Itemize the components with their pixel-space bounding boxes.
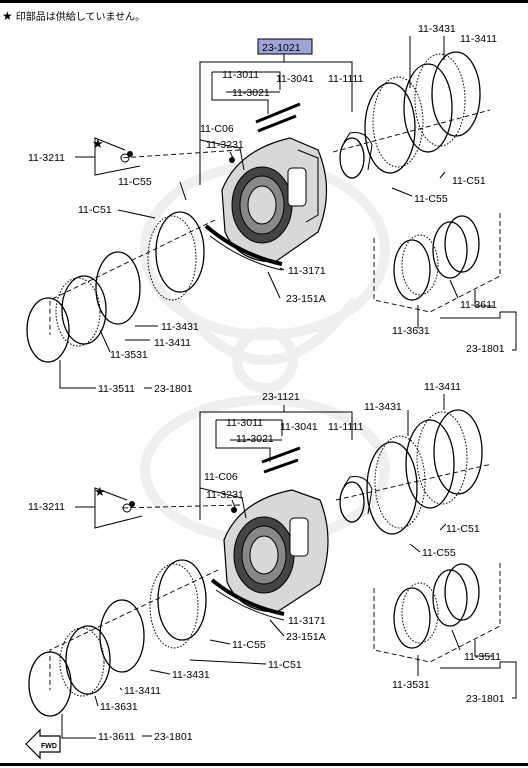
rings-inset-top[interactable] (393, 215, 480, 301)
label-bot-1801-right[interactable]: 23-1801 (466, 693, 505, 705)
seal-arc-3171[interactable] (204, 224, 283, 266)
rotor-housing-bottom[interactable] (223, 489, 329, 613)
label-bot-3411b[interactable]: 11-3411 (124, 685, 161, 697)
label-bot-3041[interactable]: 11-3041 (280, 421, 318, 433)
star-icon-bottom: ★ (94, 484, 106, 499)
label-top-3531[interactable]: 11-3531 (110, 349, 148, 361)
label-top-C51-left[interactable]: 11-C51 (78, 204, 112, 216)
label-bot-C51b[interactable]: 11-C51 (268, 659, 302, 671)
highlight-box-23-1021[interactable] (257, 38, 313, 55)
label-bot-C51[interactable]: 11-C51 (446, 523, 480, 535)
seal-arc-3171-b[interactable] (210, 578, 285, 616)
label-top-3631[interactable]: 11-3631 (392, 325, 430, 337)
rings-left-bottom[interactable] (28, 559, 207, 717)
label-bot-151A[interactable]: 23-151A (286, 631, 326, 643)
label-bot-3171[interactable]: 11-3171 (288, 615, 326, 627)
label-bot-C55[interactable]: 11-C55 (422, 547, 456, 559)
seal-strip-3021[interactable] (257, 114, 297, 133)
label-bot-1111[interactable]: 11-1111 (328, 421, 364, 433)
seal-strip-3021-b[interactable] (263, 458, 299, 474)
label-top-1801-right[interactable]: 23-1801 (466, 343, 505, 355)
label-top-C51-right[interactable]: 11-C51 (452, 175, 486, 187)
legend-note-text: 印部品は供給していません。 (15, 12, 146, 23)
label-top-3041[interactable]: 11-3041 (276, 73, 314, 85)
label-top-3011[interactable]: 11-3011 (222, 69, 259, 81)
top-border (0, 0, 528, 3)
star-icon-top: ★ (92, 136, 104, 151)
label-top-C06[interactable]: 11-C06 (200, 123, 234, 135)
label-bot-3531[interactable]: 11-3531 (392, 679, 430, 691)
rotor-housing-top[interactable] (221, 137, 328, 263)
label-top-3511[interactable]: 11-3511 (98, 383, 135, 395)
legend-note: ★印部品は供給していません。 (2, 8, 145, 23)
label-23-1021[interactable]: 23-1021 (262, 42, 301, 54)
label-top-3611[interactable]: 11-3611 (460, 299, 497, 311)
sleeve-1111-top[interactable] (339, 132, 373, 179)
label-top-C55-right[interactable]: 11-C55 (414, 193, 448, 205)
label-bot-3631[interactable]: 11-3631 (100, 701, 138, 713)
rings-left-top[interactable] (26, 211, 205, 363)
dowel-3231-b[interactable] (231, 507, 237, 513)
labels-bottom: 11-3411 23-1121 11-3431 11-3011 11-3041 … (28, 381, 505, 743)
label-top-3431b[interactable]: 11-3431 (161, 321, 199, 333)
fwd-label: FWD (41, 743, 57, 750)
label-bot-3211[interactable]: 11-3211 (28, 501, 65, 513)
labels-top: 11-3431 11-3411 11-3011 11-3041 11-1111 … (28, 23, 505, 395)
label-top-1801-left[interactable]: 23-1801 (154, 383, 193, 395)
rings-inset-bottom[interactable] (393, 563, 480, 649)
seal-strip-3041[interactable] (255, 102, 301, 124)
bottom-assembly: FWD (25, 394, 517, 760)
rings-right-top[interactable] (364, 51, 481, 174)
label-top-3431[interactable]: 11-3431 (418, 23, 456, 35)
label-bot-1121[interactable]: 23-1121 (262, 391, 300, 403)
label-top-C55-left[interactable]: 11-C55 (118, 176, 152, 188)
label-bot-3611[interactable]: 11-3611 (98, 731, 135, 743)
label-top-3171[interactable]: 11-3171 (288, 265, 326, 277)
sleeve-1111-bottom[interactable] (339, 476, 373, 523)
label-top-3411b[interactable]: 11-3411 (154, 337, 191, 349)
label-bot-3411[interactable]: 11-3411 (424, 381, 461, 393)
label-top-151A[interactable]: 23-151A (286, 293, 326, 305)
label-top-3211[interactable]: 11-3211 (28, 152, 65, 164)
label-bot-3431[interactable]: 11-3431 (364, 401, 402, 413)
label-bot-C55b[interactable]: 11-C55 (232, 639, 266, 651)
label-top-3231[interactable]: 11-3231 (206, 139, 244, 151)
label-bot-3231[interactable]: 11-3231 (206, 489, 244, 501)
seal-strip-3041-b[interactable] (261, 446, 301, 464)
label-bot-1801-left[interactable]: 23-1801 (154, 731, 193, 743)
dowel-3231[interactable] (229, 157, 235, 163)
rings-right-bottom[interactable] (366, 409, 483, 535)
label-top-3411[interactable]: 11-3411 (460, 33, 497, 45)
fwd-arrow-icon: FWD (25, 728, 61, 760)
label-bot-3021[interactable]: 11-3021 (236, 433, 274, 445)
label-bot-3511[interactable]: 11-3511 (464, 651, 501, 663)
label-bot-3011[interactable]: 11-3011 (226, 417, 263, 429)
bottom-border (0, 763, 528, 766)
label-bot-C06[interactable]: 11-C06 (204, 471, 238, 483)
top-assembly: 23-1021 (26, 36, 517, 389)
star-icon: ★ (2, 9, 13, 23)
label-bot-3431b[interactable]: 11-3431 (172, 669, 210, 681)
label-top-1111[interactable]: 11-1111 (328, 73, 364, 85)
label-top-3021[interactable]: 11-3021 (232, 87, 270, 99)
